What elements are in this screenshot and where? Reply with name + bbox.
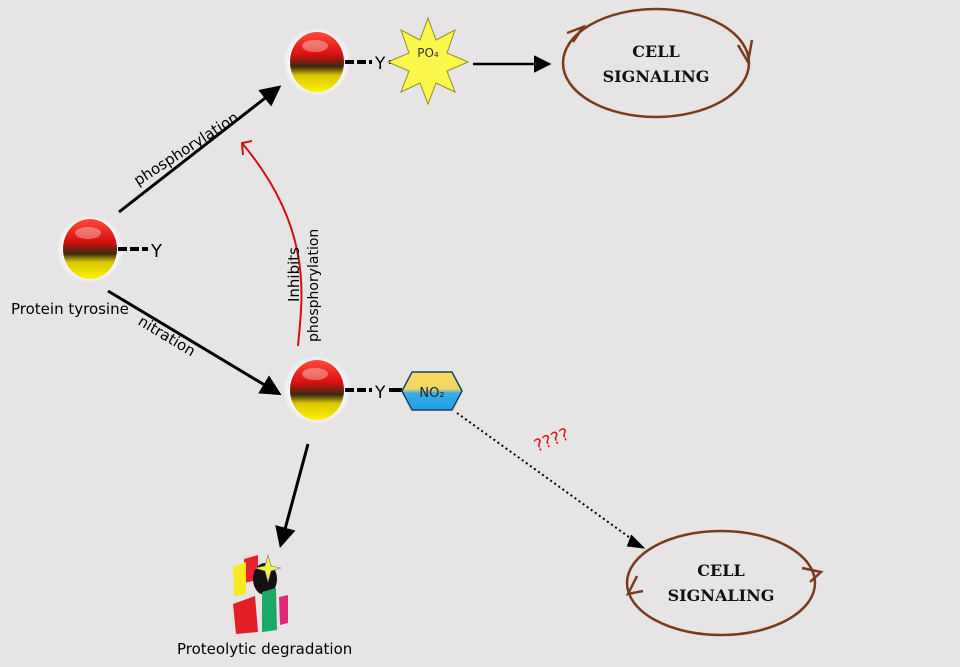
cell-signaling-top: CELL SIGNALING [561, 7, 754, 119]
inhibits-label-line1: Inhibits [285, 247, 303, 302]
fragment-pink [279, 595, 288, 625]
protein-label: Protein tyrosine [11, 300, 129, 318]
nitrated-residue: Y [374, 383, 386, 403]
nitrated-sphere-icon [290, 360, 344, 420]
unknown-signaling-arrowhead [626, 534, 646, 549]
fragment-red-bottom [233, 596, 258, 634]
inhibits-arrowhead [240, 140, 253, 156]
nitration-arrow [107, 289, 282, 396]
cell-signaling-bottom-line2: SIGNALING [668, 586, 775, 605]
cell-signaling-top-arrowhead-left [566, 24, 587, 43]
cell-signaling-bottom: CELL SIGNALING [625, 529, 824, 637]
cell-signaling-bottom-line1: CELL [697, 561, 744, 580]
cell-signaling-top-line2: SIGNALING [603, 67, 710, 86]
fragment-green [262, 588, 277, 632]
fragment-yellow [233, 562, 246, 596]
degradation-fragments-icon [233, 553, 288, 634]
phosphorylation-arrow [118, 85, 282, 214]
cell-signaling-top-ring [561, 7, 751, 119]
nitration-label: nitration [135, 312, 199, 360]
degradation-arrow [275, 443, 310, 549]
phosphorylated-residue: Y [374, 54, 386, 74]
inhibits-label-line2: phosphorylation [306, 229, 322, 342]
nitro-label: NO₂ [419, 386, 444, 401]
unknown-label: ???? [531, 425, 572, 457]
protein-sphere-icon [63, 219, 117, 279]
phosphorylated-sphere-highlight [302, 40, 328, 52]
phosphate-star-icon [386, 16, 470, 106]
cell-signaling-bottom-ring [625, 529, 817, 637]
inhibits-arrow [241, 142, 303, 347]
nitrated-sphere-highlight [302, 368, 328, 380]
cell-signaling-bottom-arrowhead-left [625, 575, 644, 596]
cell-signaling-bottom-arrowhead-right [801, 566, 824, 583]
cell-signaling-top-line1: CELL [632, 42, 679, 61]
phosphorylated-sphere-icon [290, 32, 344, 92]
phosphorylated-protein-node: Y PO₄ [283, 16, 470, 106]
protein-residue: Y [150, 241, 163, 262]
nitro-hexagon-icon [401, 371, 463, 411]
degradation-label: Proteolytic degradation [177, 640, 352, 658]
phosphate-label: PO₄ [417, 46, 439, 60]
phosphorylation-label: phosphorylation [130, 108, 242, 189]
protein-sphere-highlight [75, 227, 101, 239]
protein-tyrosine-node: Y Protein tyrosine [11, 215, 163, 318]
nitrated-protein-node: Y NO₂ [283, 356, 463, 424]
cell-signaling-top-arrowhead-right [736, 39, 754, 66]
fragment-star [254, 553, 282, 584]
